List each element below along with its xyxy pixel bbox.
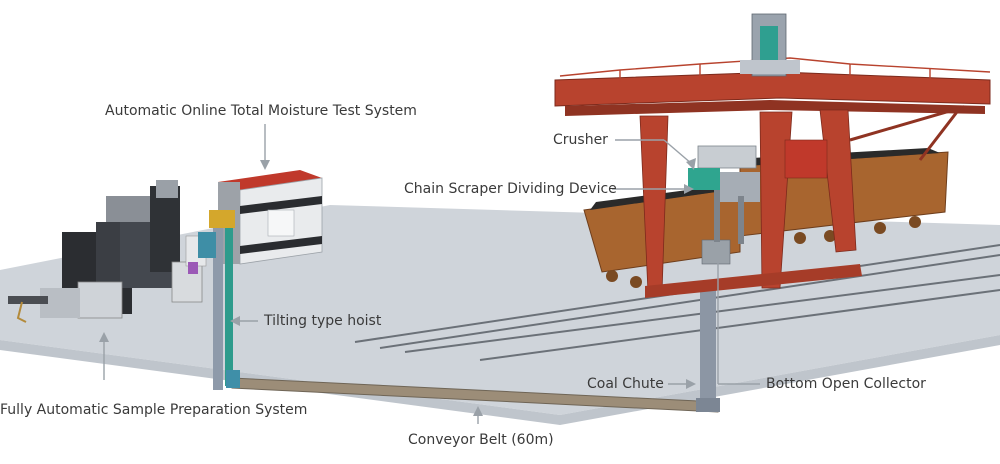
- label-crusher: Crusher: [553, 132, 608, 148]
- label-moisture-system: Automatic Online Total Moisture Test Sys…: [105, 103, 417, 119]
- label-tilting-hoist: Tilting type hoist: [264, 313, 382, 329]
- leader-lines: [99, 124, 760, 424]
- label-chain-scraper: Chain Scraper Dividing Device: [404, 181, 617, 197]
- tilting-hoist-tower: [198, 210, 235, 390]
- label-conveyor-belt: Conveyor Belt (60m): [408, 432, 554, 448]
- sample-preparation-machine: [8, 180, 207, 323]
- floor-shadow: [0, 335, 1000, 425]
- label-coal-chute: Coal Chute: [587, 376, 664, 392]
- label-bottom-collector: Bottom Open Collector: [766, 376, 926, 392]
- coal-chute-pipe: [696, 282, 720, 412]
- rail-tracks: [354, 244, 1000, 361]
- label-sample-prep: Fully Automatic Sample Preparation Syste…: [0, 402, 308, 418]
- belt-head-pulley: [226, 370, 240, 388]
- crusher-assembly: [688, 145, 760, 265]
- gantry-crane: [554, 13, 991, 298]
